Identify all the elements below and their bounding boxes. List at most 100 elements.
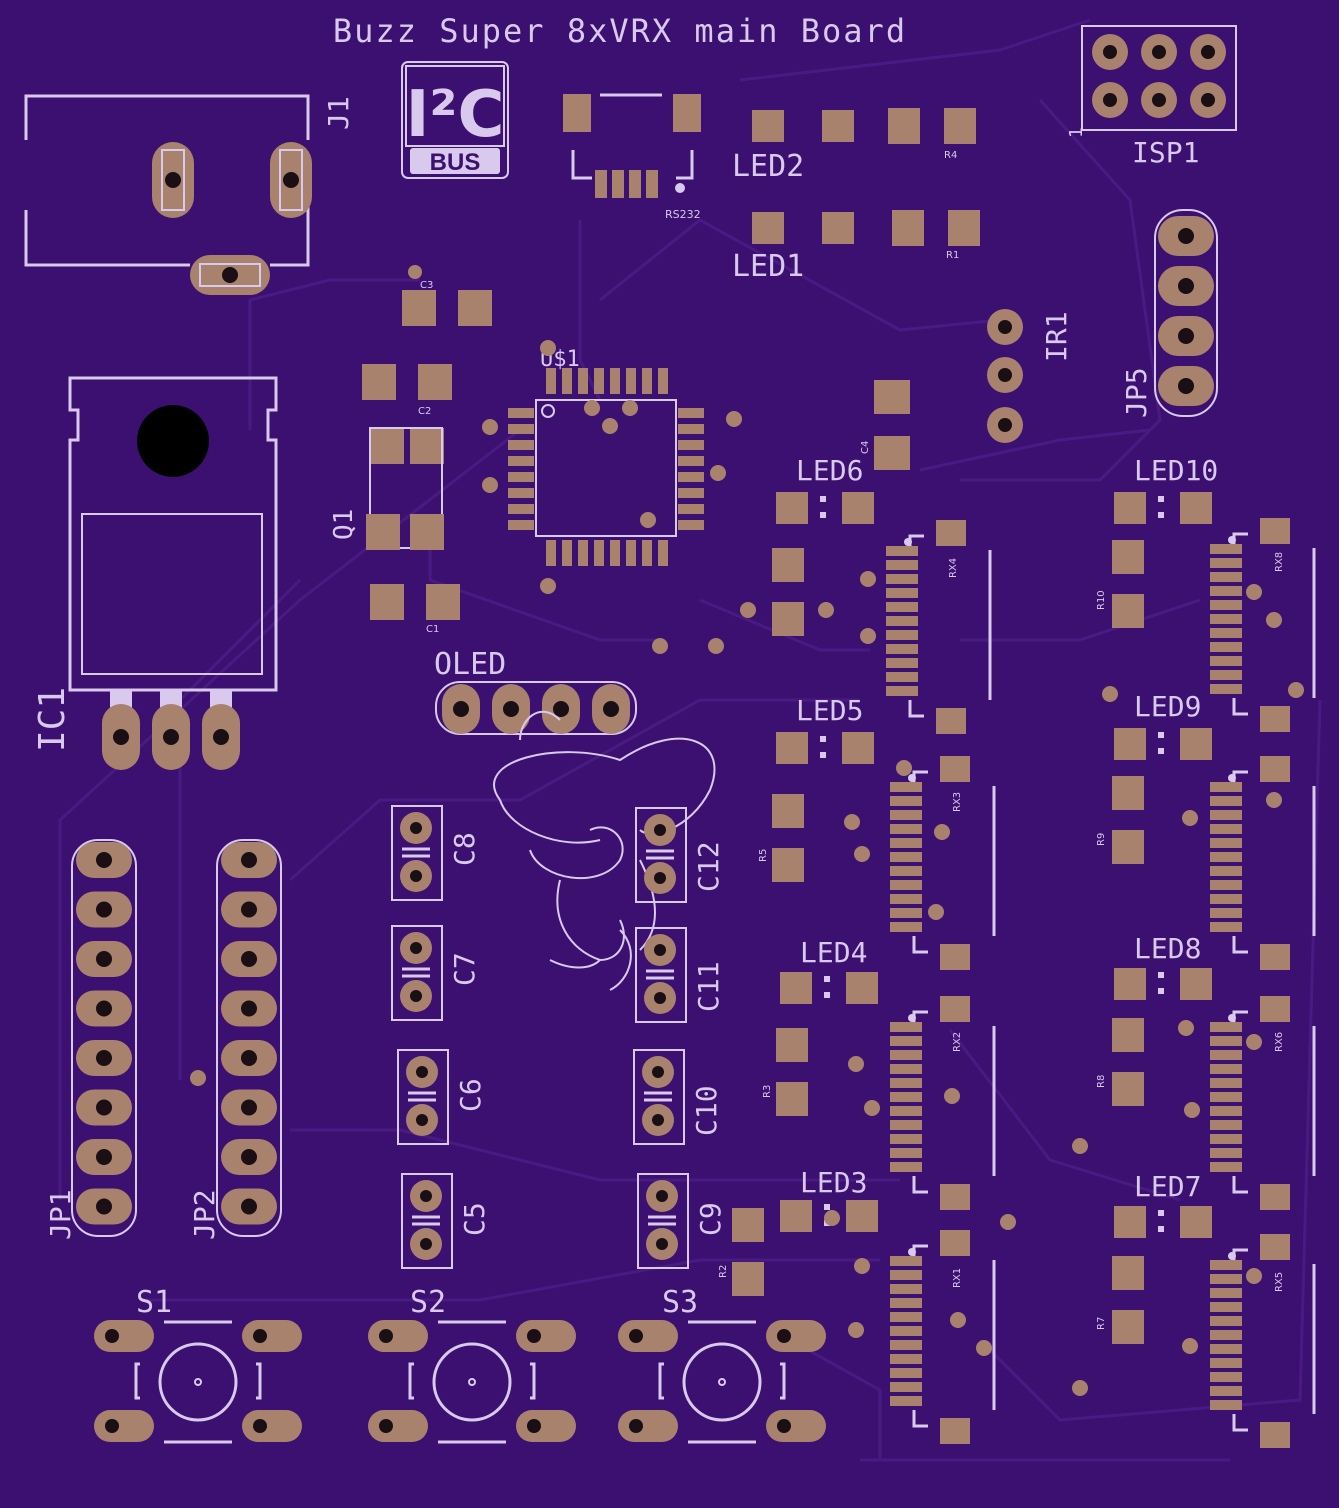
bus-logo-text: BUS <box>430 149 481 176</box>
switch-pad-hole <box>105 1419 119 1433</box>
rx-pin <box>1210 880 1242 890</box>
rx-outline <box>1232 1414 1248 1432</box>
c12-label: C12 <box>692 841 725 892</box>
resistor-pad <box>732 1262 764 1296</box>
via <box>950 1312 966 1328</box>
rx-pin <box>1210 642 1242 652</box>
mcu-pin <box>508 408 534 418</box>
mcu-pin <box>546 540 556 566</box>
rx-pin <box>1210 852 1242 862</box>
resistor-pad <box>772 794 804 828</box>
via <box>848 1056 864 1072</box>
led-pad <box>1180 728 1212 760</box>
rx-pin <box>886 686 918 696</box>
rx-pad <box>1260 706 1290 732</box>
jp2-label: JP2 <box>188 1189 221 1240</box>
via <box>1246 1268 1262 1284</box>
header-pin-hole <box>241 1050 257 1066</box>
rx-pin <box>890 908 922 918</box>
switch-pad-hole <box>379 1419 393 1433</box>
switch-pad <box>766 1410 826 1442</box>
rx4-label: RX4 <box>948 558 959 578</box>
rx-pin1-dot <box>1228 1252 1236 1260</box>
rx-pad <box>1260 1422 1290 1448</box>
via <box>928 904 944 920</box>
via <box>1182 1338 1198 1354</box>
r3-label: R3 <box>762 1085 773 1098</box>
rx-pad <box>940 756 970 782</box>
c1-label: C1 <box>426 624 439 635</box>
switch-outline <box>408 1362 414 1400</box>
c5-label: C5 <box>458 1202 491 1236</box>
rx-pad <box>1260 756 1290 782</box>
ir1-label: IR1 <box>1040 311 1073 362</box>
via <box>740 602 756 618</box>
jp1-label: JP1 <box>44 1189 77 1240</box>
r9-label: R9 <box>1096 833 1107 846</box>
via <box>824 1210 840 1226</box>
led8-label: LED8 <box>1134 932 1201 965</box>
rx-pin <box>890 1050 922 1060</box>
rx-pad <box>940 996 970 1022</box>
c9-label: C9 <box>694 1202 727 1236</box>
led-pad <box>1114 968 1146 1000</box>
via <box>1246 584 1262 600</box>
rx-pin <box>1210 922 1242 932</box>
via <box>864 1100 880 1116</box>
r4-label: R4 <box>944 150 957 161</box>
isp1-label: ISP1 <box>1132 136 1199 169</box>
rx-pin <box>1210 1162 1242 1172</box>
c11-label: C11 <box>692 961 725 1012</box>
rx-pad <box>936 520 966 546</box>
mcu-pin <box>508 504 534 514</box>
header-pin-hole <box>96 1198 112 1215</box>
rx-outline <box>1232 936 1248 954</box>
switch-pad <box>94 1410 154 1442</box>
rx-pin <box>886 546 918 556</box>
via <box>844 814 860 830</box>
rx-pin <box>890 796 922 806</box>
switch-pad <box>516 1320 576 1352</box>
rx-pad <box>1260 1234 1290 1260</box>
rx-pin <box>890 1284 922 1294</box>
via <box>860 571 876 587</box>
header-pin-hole <box>96 1099 112 1116</box>
j1-power-jack: J1 <box>24 94 355 295</box>
led5-label: LED5 <box>796 694 863 727</box>
c2-label: C2 <box>418 406 431 417</box>
via <box>976 1340 992 1356</box>
mcu-us1: U$1 <box>508 340 742 654</box>
via <box>854 846 870 862</box>
mcu-pin <box>678 520 704 530</box>
header-pin-hole <box>241 1149 257 1165</box>
rx-pin <box>886 560 918 570</box>
resistor-pad <box>776 1028 808 1062</box>
rx-pin <box>1210 1288 1242 1298</box>
switch-pad-hole <box>777 1419 791 1433</box>
rx-pin <box>890 1256 922 1266</box>
c6-capacitor: C6 <box>397 1049 487 1145</box>
tactile-switches <box>94 1320 826 1444</box>
rx-pin <box>1210 544 1242 554</box>
oled-label: OLED <box>434 647 506 682</box>
rx-pin <box>890 1396 922 1406</box>
rx-pin1-dot <box>908 1014 916 1022</box>
switch-pad-hole <box>253 1419 267 1433</box>
switch-center <box>718 1378 726 1386</box>
led6-label: LED6 <box>796 454 863 487</box>
led-pad <box>1180 1206 1212 1238</box>
switch-pad <box>242 1320 302 1352</box>
led-pad <box>1180 968 1212 1000</box>
led-pad <box>780 972 812 1004</box>
led-pad <box>846 972 878 1004</box>
rx-pin <box>1210 838 1242 848</box>
rx-pin <box>890 852 922 862</box>
rx-pin <box>1210 866 1242 876</box>
rx-pin <box>1210 1120 1242 1130</box>
switch-outline <box>134 1362 140 1400</box>
resistor-pad <box>772 548 804 582</box>
led-polarity-dot <box>1158 1226 1164 1232</box>
mcu-pin <box>508 440 534 450</box>
led-polarity-dot <box>820 736 826 742</box>
switch-center <box>468 1378 476 1386</box>
